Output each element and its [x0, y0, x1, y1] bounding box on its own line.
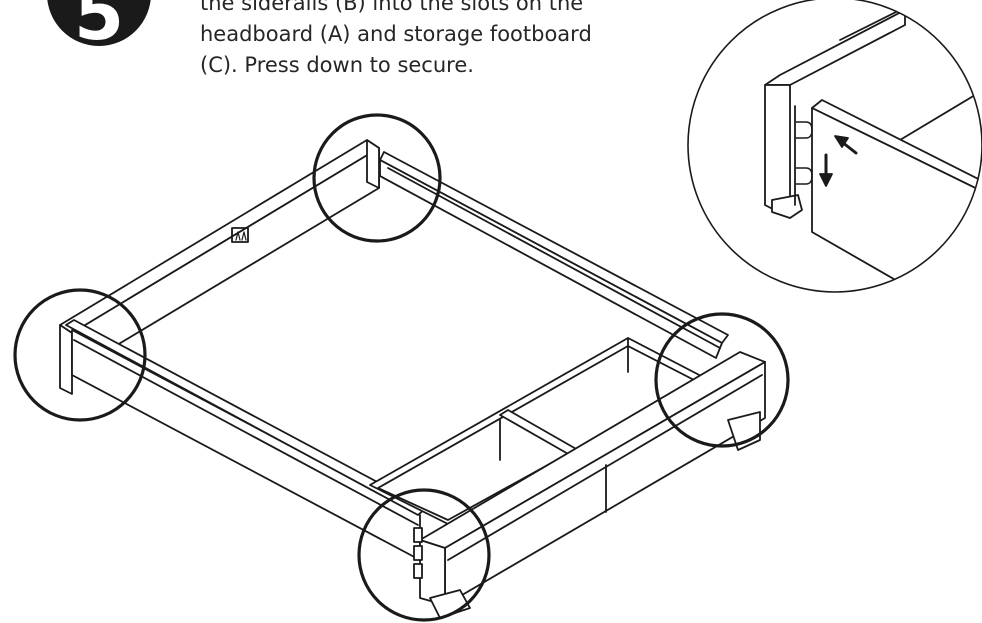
- detail-magnifier-icon: [687, 0, 982, 293]
- detail-inset: [687, 0, 982, 293]
- instruction-line-1: the siderails (B) into the slots on the: [200, 0, 584, 15]
- siderail-near: [65, 319, 427, 561]
- siderail-far: [379, 151, 729, 359]
- corner-circle-back: [312, 113, 442, 243]
- corner-circle-right: [654, 312, 790, 448]
- footboard: [413, 351, 766, 619]
- instruction-line-2: headboard (A) and storage footboard: [200, 22, 592, 46]
- instruction-line-3: (C). Press down to secure.: [200, 53, 474, 77]
- step-number: 5: [73, 0, 125, 46]
- corner-circle-left: [13, 288, 147, 422]
- slide-in-arrow-icon: [834, 135, 858, 155]
- instruction-text: the siderails (B) into the slots on the …: [200, 0, 630, 81]
- corner-highlights: [13, 113, 790, 622]
- slot-hooks: [795, 121, 813, 185]
- storage-drawers: [369, 337, 706, 526]
- corner-circle-front: [357, 488, 491, 622]
- press-down-arrow-icon: [819, 153, 833, 187]
- headboard: [59, 139, 380, 395]
- step-number-badge: 5: [47, 0, 151, 46]
